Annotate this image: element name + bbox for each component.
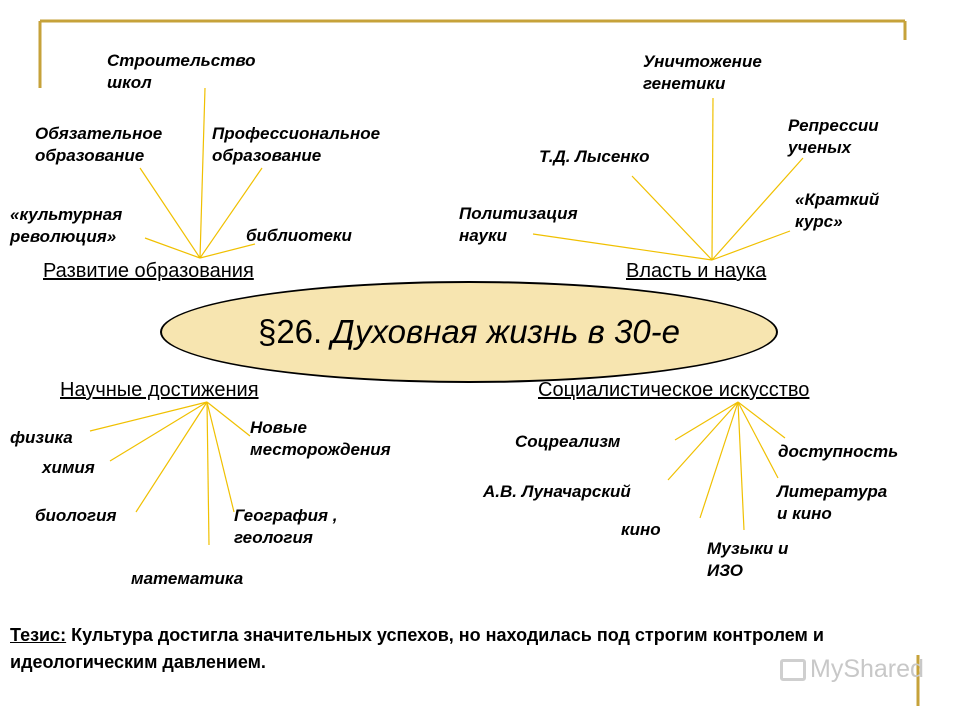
line-power-3 xyxy=(631,175,713,261)
sci-item-chemistry: химия xyxy=(42,458,95,477)
thesis-label: Тезис: xyxy=(10,625,67,645)
thesis-text: Культура достигла значительных успехов, … xyxy=(10,625,824,672)
watermark-text: MyShared xyxy=(810,655,924,683)
edu-item-cultural-revolution: «культурная революция» xyxy=(10,205,123,246)
topic-title: Духовная жизнь в 30-е xyxy=(331,313,681,350)
frame xyxy=(38,19,920,706)
thesis: Тезис: Культура достигла значительных ус… xyxy=(10,622,955,676)
line-power-5 xyxy=(532,233,713,261)
line-art-1 xyxy=(674,401,739,441)
sci-item-geography: География , геология xyxy=(234,506,338,547)
art-item-lunacharsky: А.В. Луначарский xyxy=(483,482,631,501)
line-sci-1 xyxy=(89,401,208,432)
line-sci-3 xyxy=(206,401,251,437)
art-item-socrealism: Соцреализм xyxy=(515,432,621,451)
art-item-literature-cinema: Литература и кино xyxy=(777,482,888,523)
line-power-4 xyxy=(711,230,791,261)
line-sci-2 xyxy=(109,401,208,462)
line-edu-1 xyxy=(199,87,206,259)
line-art-3 xyxy=(667,401,739,481)
line-power-2 xyxy=(711,157,804,261)
sci-item-mathematics: математика xyxy=(131,569,244,588)
center-title: §26. Духовная жизнь в 30-е xyxy=(160,281,778,383)
power-item-genetics: Уничтожение генетики xyxy=(643,52,762,93)
line-art-2 xyxy=(737,401,786,439)
science-heading: Научные достижения xyxy=(60,379,259,401)
edu-item-libraries: библиотеки xyxy=(246,226,352,245)
education-heading: Развитие образования xyxy=(43,260,254,282)
line-edu-4 xyxy=(144,237,201,259)
line-sci-5 xyxy=(206,401,235,513)
power-item-politicization: Политизация науки xyxy=(459,204,578,245)
power-item-lysenko: Т.Д. Лысенко xyxy=(539,147,650,166)
line-edu-2 xyxy=(139,167,201,259)
line-power-1 xyxy=(711,97,714,261)
line-art-4 xyxy=(737,401,779,479)
edu-item-professional: Профессиональное образование xyxy=(212,124,381,165)
sci-item-deposits: Новые месторождения xyxy=(250,418,391,459)
power-item-repressions: Репрессии ученых xyxy=(788,116,879,157)
line-art-6 xyxy=(737,401,745,531)
edu-item-compulsory: Обязательное образование xyxy=(35,124,163,165)
sci-item-biology: биология xyxy=(35,506,117,525)
paragraph-number: §26. xyxy=(257,313,323,350)
watermark: MyShared xyxy=(780,655,924,684)
power-item-short-course: «Краткий курс» xyxy=(795,190,880,231)
power-heading: Власть и наука xyxy=(626,260,767,282)
center-ellipse xyxy=(160,281,778,383)
line-edu-5 xyxy=(199,243,256,259)
line-art-5 xyxy=(699,401,739,519)
edu-item-schools: Строительство школ xyxy=(107,51,256,92)
art-item-cinema: кино xyxy=(621,520,661,539)
art-item-music-art: Музыки и ИЗО xyxy=(707,539,789,580)
line-sci-4 xyxy=(135,401,208,513)
line-sci-6 xyxy=(206,401,210,546)
line-edu-3 xyxy=(199,167,263,259)
art-heading: Социалистическое искусство xyxy=(538,379,810,401)
mystudies-logo-icon xyxy=(780,658,806,681)
sci-item-physics: физика xyxy=(10,428,73,447)
art-item-accessibility: доступность xyxy=(778,442,899,461)
